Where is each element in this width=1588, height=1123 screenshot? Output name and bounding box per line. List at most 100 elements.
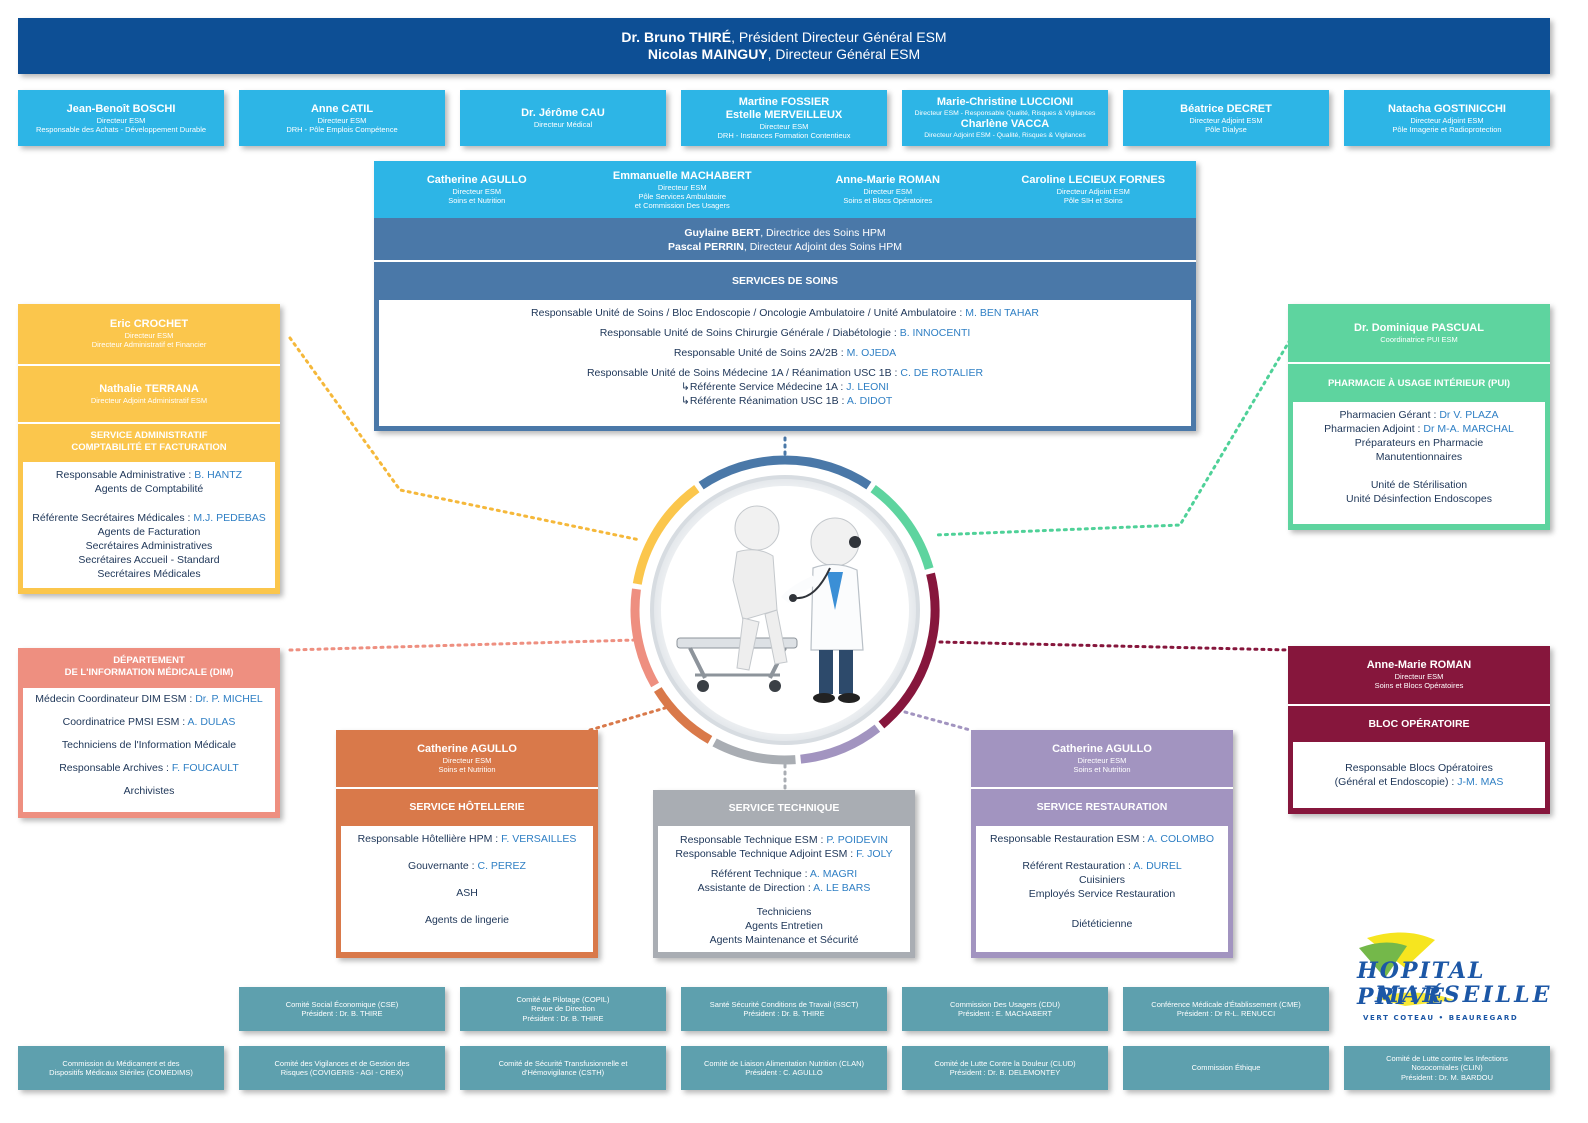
technical-line-label: Agents Maintenance et Sécurité [709,934,859,946]
dim-line-value: F. FOUCAULT [168,762,239,774]
committee-name: Commission Des Usagers (CDU) [949,999,1061,1009]
care-director-title: Directeur Adjoint ESM [1056,187,1130,196]
ring-segment-technical [712,738,796,765]
care-director-title: Directeur ESM [657,182,707,192]
logo-line-2: MARSEILLE [1375,982,1553,1008]
director-name: Anne CATIL [310,102,374,115]
director-name: Jean-Benoît BOSCHI [66,102,176,115]
committee-name-2: d'Hémovigilance (CSTH) [521,1068,605,1077]
admin-title-2: COMPTABILITÉ ET FACTURATION [71,442,227,453]
director-name-2: Charlène VACCA [960,118,1050,130]
committee-name: Commission Éthique [1191,1063,1261,1073]
admin-line-label: Secrétaires Accueil - Standard [78,554,220,566]
operating-title: BLOC OPÉRATOIRE [1368,717,1470,730]
technical-line-value: F. JOLY [853,848,893,860]
care-services-title: SERVICES DE SOINS [731,274,838,287]
care-line-value: M. OJEDA [843,347,897,359]
admin-director-scope: Directeur Administratif et Financier [91,339,207,349]
committee-card: Santé Sécurité Conditions de Travail (SS… [681,987,887,1031]
care-director-name: Caroline LECIEUX FORNES [1021,174,1166,186]
committee-name: Comité de Lutte contre les Infections [1386,1053,1508,1063]
admin-director-title: Directeur ESM [124,330,174,340]
committee-name: Comité de Sécurité Transfusionnelle et [498,1058,628,1068]
pharmacy-line-label: Unité Désinfection Endoscopes [1346,493,1492,505]
restaurant-line-label: Référent Restauration : [1022,860,1131,872]
arrow-icon: ↳ [681,381,690,393]
dim-line-label: Responsable Archives : [59,762,169,774]
technical-line-value: A. MAGRI [807,868,858,880]
hotel-staff-list: Responsable Hôtellière HPM : F. VERSAILL… [341,826,593,952]
admin-director-name: Eric CROCHET [109,317,189,330]
hpm-director-name: Guylaine BERT [684,227,761,239]
committee-president: Président : Dr. B. THIRE [743,1009,825,1018]
admin-block: Eric CROCHET Directeur ESM Directeur Adm… [18,304,280,594]
committee-name: Commission du Médicament et des [62,1058,180,1068]
pharmacy-line-value: Dr M-A. MARCHAL [1420,423,1514,435]
pharmacy-line-label: Préparateurs en Pharmacie [1354,437,1484,449]
director-card: Natacha GOSTINICCHI Directeur Adjoint ES… [1344,90,1550,146]
care-director: Anne-Marie ROMAN Directeur ESM Soins et … [785,161,991,218]
director-scope: DRH - Instances Formation Contentieux [717,131,851,140]
care-sub-label: Référente Service Médecine 1A : [689,381,844,393]
director-card: Anne CATIL Directeur ESM DRH - Pôle Empl… [239,90,445,146]
technical-line-value: P. POIDEVIN [823,834,888,846]
committee-card: Comité des Vigilances et de Gestion des … [239,1046,445,1090]
committee-detail: Revue de Direction [531,1004,595,1014]
director-name-2: Estelle MERVEILLEUX [725,109,843,121]
technical-staff-list: Responsable Technique ESM : P. POIDEVIN … [658,826,910,952]
director-card: Dr. Jérôme CAU Directeur Médical [460,90,666,146]
hotel-line-label: ASH [456,887,478,899]
dim-title-2: DE L'INFORMATION MÉDICALE (DIM) [64,667,234,678]
hpm-care-directors: Guylaine BERT, Directrice des Soins HPM … [374,221,1196,259]
hospital-logo: HOPITAL PRIVÉ MARSEILLE VERT COTEAU • BE… [1345,928,1555,1028]
ceo-line: Dr. Bruno THIRÉ, Président Directeur Gén… [621,29,946,46]
hotel-line-label: Responsable Hôtellière HPM : [357,833,499,845]
admin-deputy-title: Directeur Adjoint Administratif ESM [90,396,208,405]
hpm-deputy-role: , Directeur Adjoint des Soins HPM [743,241,903,253]
admin-line-label: Secrétaires Médicales [97,568,201,580]
director-scope: DRH - Pôle Emplois Compétence [286,124,398,134]
care-directors-band: Catherine AGULLO Directeur ESM Soins et … [374,161,1196,218]
pharmacy-line-label: Pharmacien Adjoint : [1324,423,1421,435]
admin-line-label: Agents de Facturation [97,526,201,538]
care-sub-value: A. DIDOT [844,395,893,407]
restaurant-line-label: Cuisiniers [1078,874,1126,886]
restaurant-block: Catherine AGULLO Directeur ESM Soins et … [971,730,1233,958]
care-director: Emmanuelle MACHABERT Directeur ESM Pôle … [580,161,786,218]
hpm-director-role: , Directrice des Soins HPM [760,227,886,239]
operating-line-value: J-M. MAS [1454,776,1504,788]
committee-card: Commission du Médicament et des Disposit… [18,1046,224,1090]
dim-line-label: Coordinatrice PMSI ESM : [62,716,186,728]
director-card: Béatrice DECRET Directeur Adjoint ESM Pô… [1123,90,1329,146]
logo-emblem [1359,932,1455,1006]
doctor-patient-illustration [676,505,864,703]
operating-director-scope: Soins et Blocs Opératoires [1374,680,1464,690]
committee-name-2: Nosocomiales (CLIN) [1411,1063,1483,1073]
committee-name: Conférence Médicale d'Établissement (CME… [1151,999,1301,1009]
director-title: Directeur Médical [533,120,593,129]
technical-title: SERVICE TECHNIQUE [728,801,840,814]
admin-staff-list: Responsable Administrative : B. HANTZ Ag… [23,462,275,588]
care-line-value: B. INNOCENTI [896,327,971,339]
care-director-scope-2: et Commission Des Usagers [634,200,730,210]
dg-name: Nicolas MAINGUY [647,46,768,62]
admin-deputy: Nathalie TERRANA Directeur Adjoint Admin… [18,366,280,422]
care-line-label: Responsable Unité de Soins / Bloc Endosc… [531,307,963,319]
dim-block: DÉPARTEMENT DE L'INFORMATION MÉDICALE (D… [18,648,280,818]
director-title: Directeur ESM [96,115,146,125]
admin-line-label: Agents de Comptabilité [94,483,204,495]
committee-card: Comité de Pilotage (COPIL) Revue de Dire… [460,987,666,1031]
committee-card: Conférence Médicale d'Établissement (CME… [1123,987,1329,1031]
ring-segment-admin [632,485,700,585]
care-director: Catherine AGULLO Directeur ESM Soins et … [374,161,580,218]
operating-director-name: Anne-Marie ROMAN [1366,658,1472,671]
technical-line-label: Responsable Technique ESM : [680,834,824,846]
committee-president: Président : C. AGULLO [745,1068,823,1077]
care-line-label: Responsable Unité de Soins Médecine 1A /… [586,367,898,379]
pharmacy-line-label: Manutentionnaires [1375,451,1463,463]
restaurant-title: SERVICE RESTAURATION [1036,800,1168,813]
committee-card: Commission Des Usagers (CDU) Président :… [902,987,1108,1031]
pharmacy-coordinator-name: Dr. Dominique PASCUAL [1354,322,1484,334]
director-title: Directeur ESM [759,122,809,131]
hotel-director: Catherine AGULLO Directeur ESM Soins et … [336,730,598,786]
